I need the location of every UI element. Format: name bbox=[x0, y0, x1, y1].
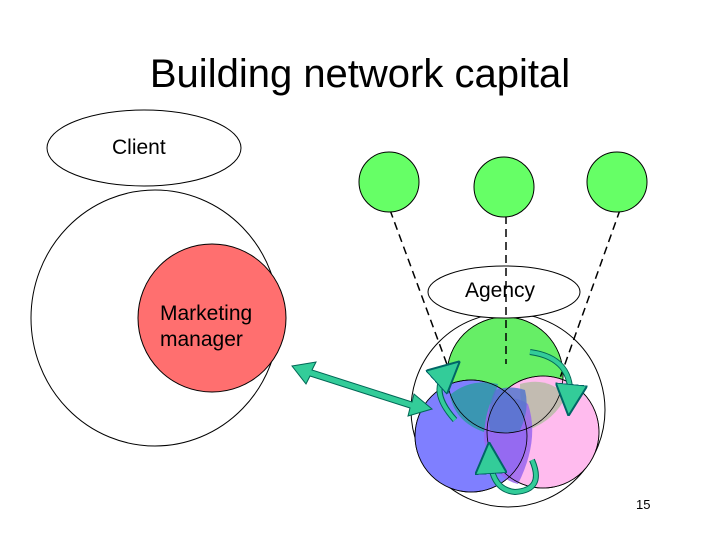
marketing-manager-label-line2: manager bbox=[160, 328, 243, 351]
dashed-link-right bbox=[559, 209, 621, 379]
client-oval bbox=[46, 109, 242, 187]
client-label: Client bbox=[112, 136, 166, 159]
slide-title: Building network capital bbox=[149, 52, 571, 96]
marketing-manager-circle bbox=[137, 243, 287, 393]
external-node-left bbox=[358, 151, 420, 213]
double-arrow-icon bbox=[291, 361, 434, 417]
external-node-right bbox=[586, 151, 648, 213]
agency-oval bbox=[427, 265, 581, 319]
page-number: 15 bbox=[636, 497, 651, 512]
external-node-center bbox=[473, 156, 535, 218]
agency-label: Agency bbox=[465, 279, 536, 302]
marketing-manager-label-line1: Marketing bbox=[160, 302, 253, 325]
dashed-link-left bbox=[389, 209, 453, 379]
